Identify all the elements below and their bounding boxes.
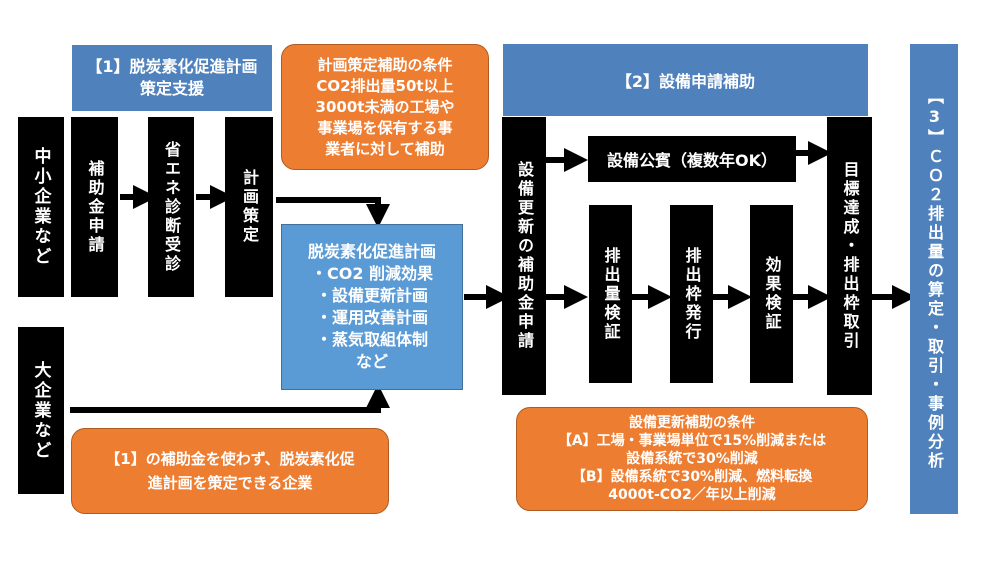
effect-verify-box: 効果検証 [750,205,793,383]
equipment-subsidy-label: 設備更新の補助金申請 [515,161,534,351]
plan-condition-box: 計画策定補助の条件 CO2排出量50t以上 3000t未満の工場や 事業場を保有… [281,44,489,170]
energy-audit-label: 省エネ診断受診 [162,140,181,274]
section2-header: 【2】設備申請補助 [503,44,868,116]
equipment-condition-box: 設備更新補助の条件 【A】工場・事業場単位で15%削減または 設備系統で30%削… [516,407,868,511]
emission-verify-box: 排出量検証 [589,205,632,383]
quota-issue-label: 排出枠発行 [682,246,702,342]
goal-trade-label: 目標達成・排出枠取引 [840,161,860,351]
goal-trade-box: 目標達成・排出枠取引 [827,117,872,395]
decarb-plan-tail: など [355,352,388,371]
decarb-plan-title: 脱炭素化促進計画 [307,242,436,261]
decarb-plan-item: ・CO2 削減効果 [310,264,434,283]
subsidy-apply-label: 補助金申請 [85,159,105,255]
large-company-box: 大企業など [18,327,64,494]
equipment-condition-title: 設備更新補助の条件 [629,415,755,431]
plan-box: 計画策定 [225,117,273,297]
decarb-plan-item: ・設備更新計画 [315,286,428,305]
emission-verify-label: 排出量検証 [601,246,621,342]
equipment-public-label: 設備公賓（複数年OK） [606,151,777,170]
section1-title: 【1】脱炭素化促進計画 策定支援 [86,57,258,98]
equipment-condition-b: 【B】設備系統で30%削減、燃料転換 4000t-CO2／年以上削減 [571,469,813,503]
quota-issue-box: 排出枠発行 [670,205,713,383]
decarb-plan-box: 脱炭素化促進計画 ・CO2 削減効果 ・設備更新計画 ・運用改善計画 ・蒸気取組… [281,224,463,390]
large-company-label: 大企業など [30,360,51,461]
equipment-public-box: 設備公賓（複数年OK） [588,136,796,182]
subsidy-apply-box: 補助金申請 [71,117,118,297]
section3-box: 【3】ＣＯ２排出量の算定・取引・事例分析 [910,44,958,514]
section2-title: 【2】設備申請補助 [615,72,756,91]
plan-condition-text: 計画策定補助の条件 CO2排出量50t以上 3000t未満の工場や 事業場を保有… [315,55,455,158]
equipment-condition-a: 【A】工場・事業場単位で15%削減または 設備系統で30%削減 [557,433,827,467]
line-large-to-decarb [70,398,381,413]
equipment-subsidy-box: 設備更新の補助金申請 [502,117,546,395]
effect-verify-label: 効果検証 [762,256,782,332]
energy-audit-box: 省エネ診断受診 [148,117,194,297]
plan-label: 計画策定 [240,169,259,245]
large-note-box: 【1】の補助金を使わず、脱炭素化促 進計画を策定できる企業 [71,428,389,514]
sme-label: 中小企業など [30,147,51,267]
line-plan-to-decarb [276,197,381,216]
decarb-plan-item: ・運用改善計画 [315,308,428,327]
decarb-plan-item: ・蒸気取組体制 [315,330,428,349]
large-note-text: 【1】の補助金を使わず、脱炭素化促 進計画を策定できる企業 [105,450,355,492]
sme-box: 中小企業など [18,117,64,297]
section3-title: 【3】ＣＯ２排出量の算定・取引・事例分析 [925,87,944,471]
section1-header: 【1】脱炭素化促進計画 策定支援 [72,45,272,111]
